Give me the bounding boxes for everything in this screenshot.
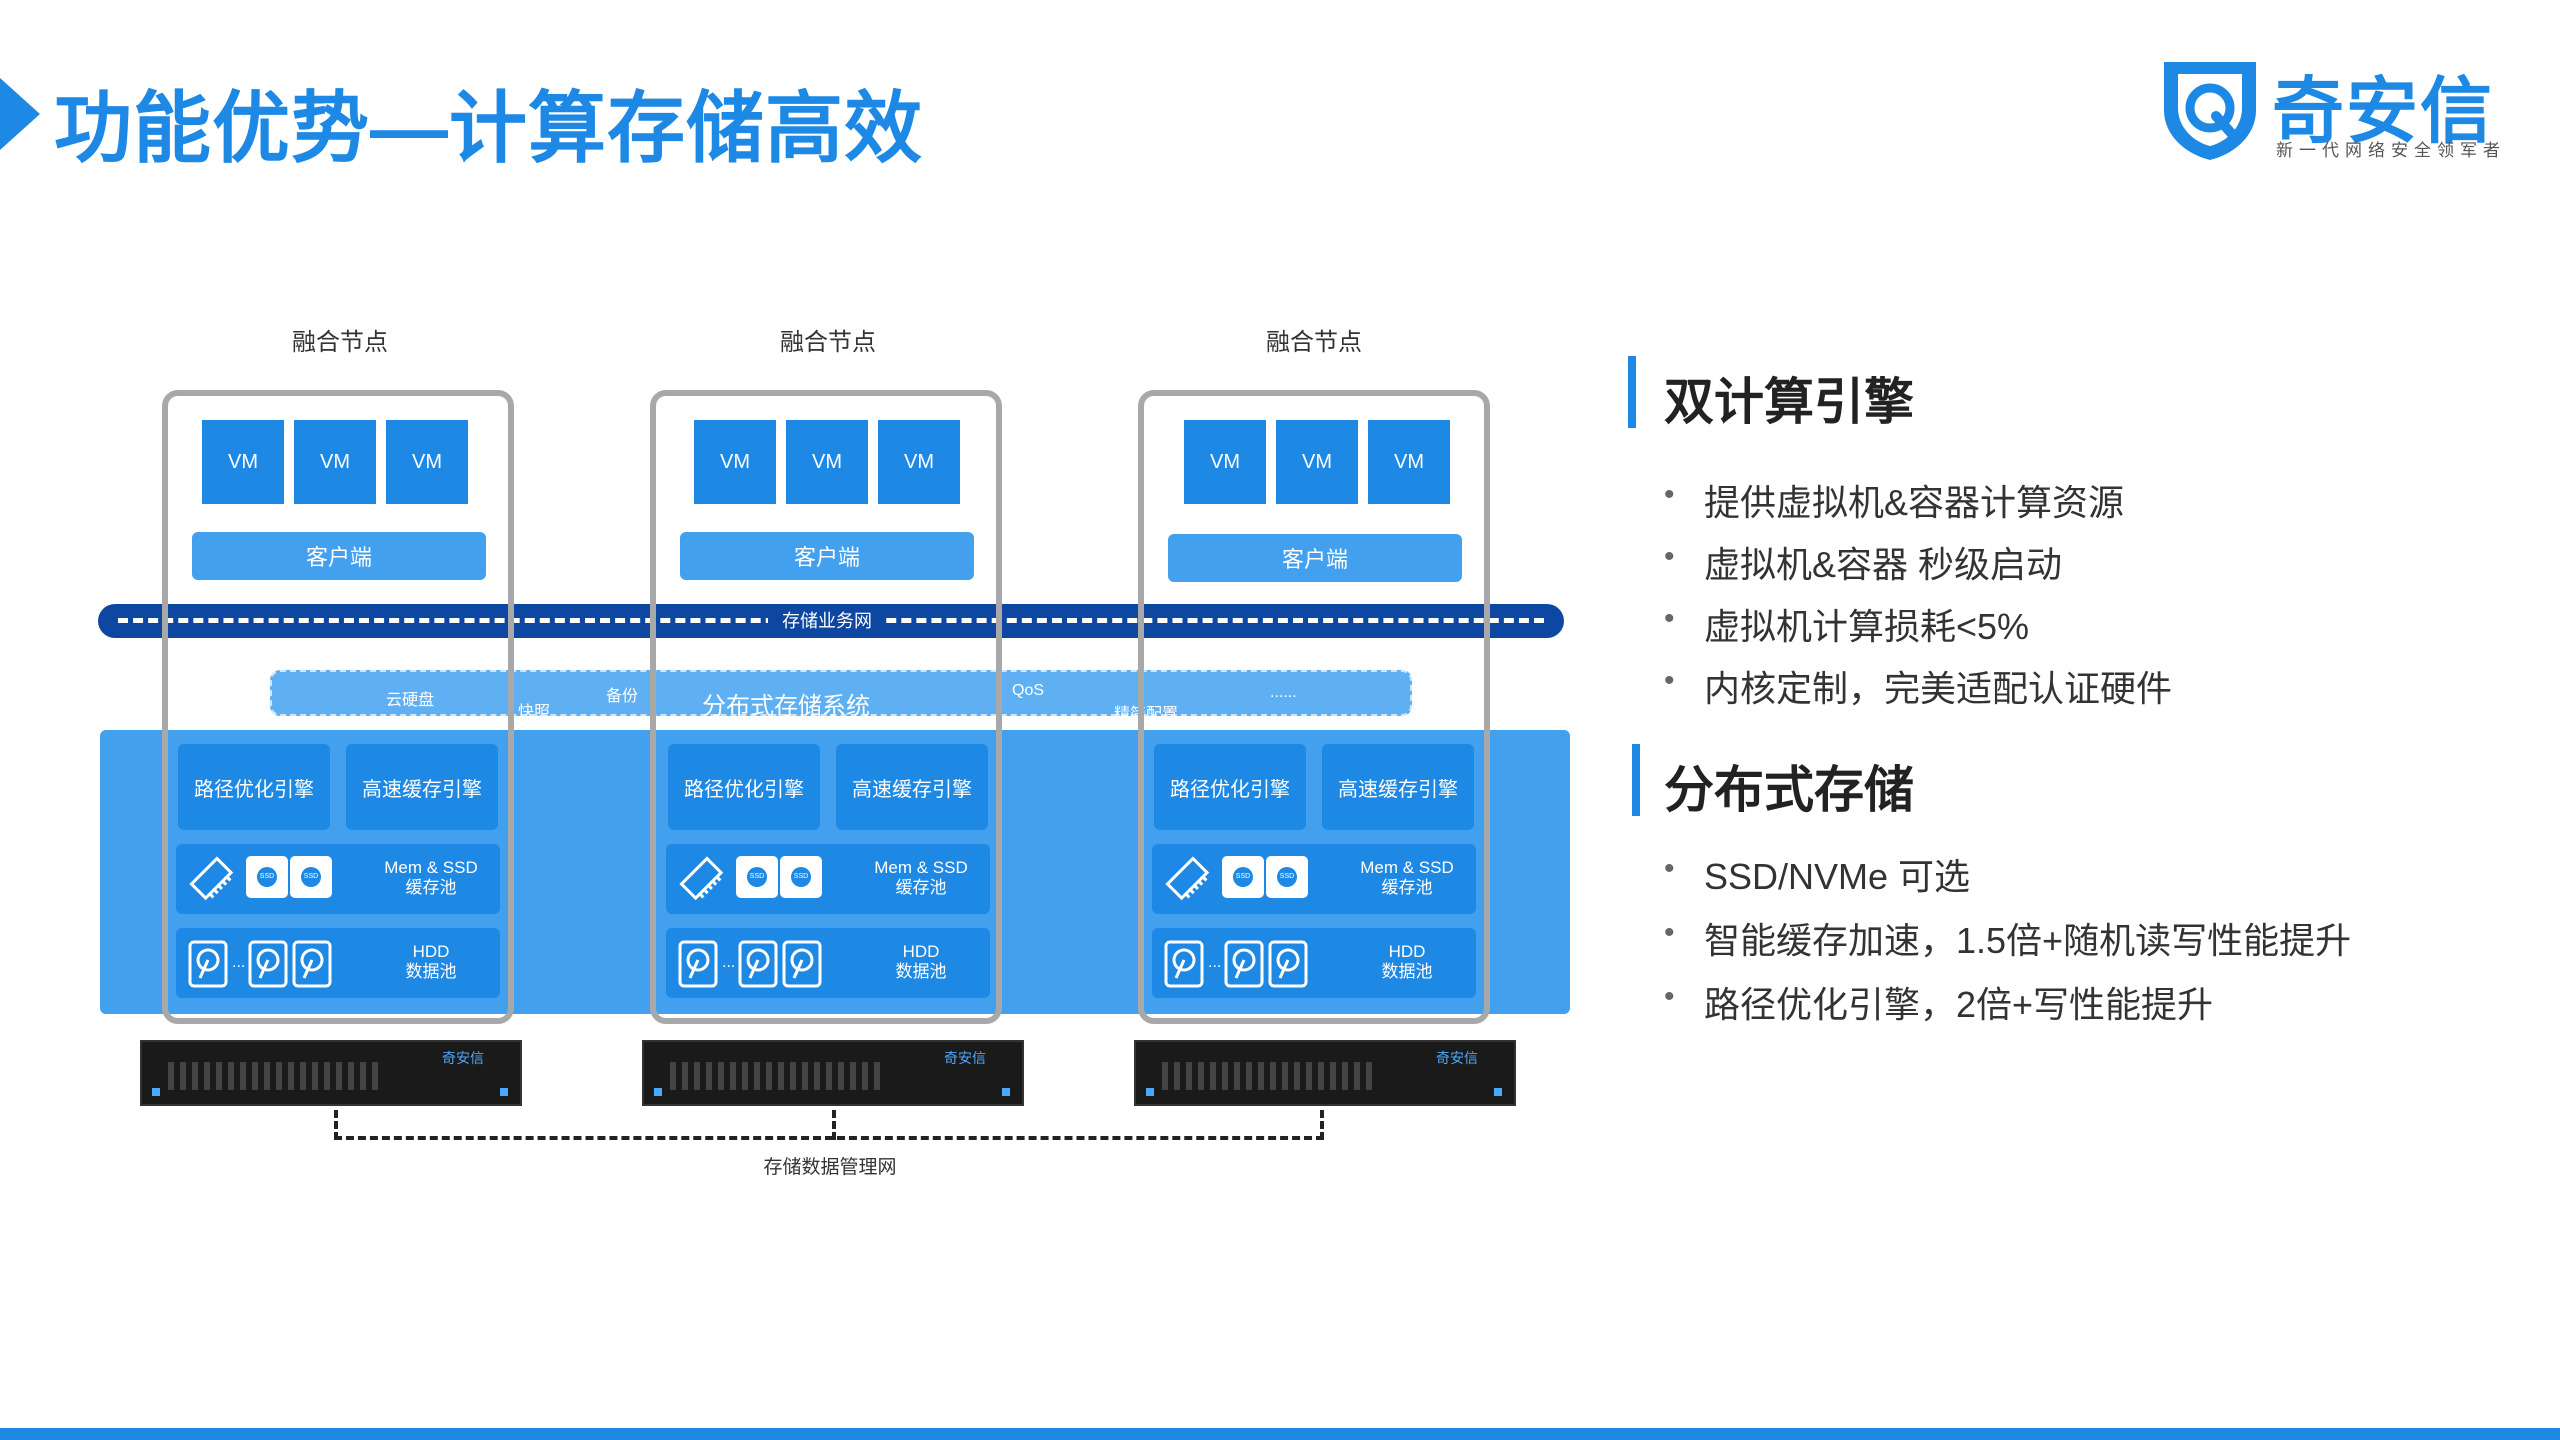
bullet-text: 内核定制，完美适配认证硬件 — [1704, 668, 2173, 709]
bullet-text: 路径优化引擎，2倍+写性能提升 — [1704, 984, 2214, 1025]
bullet-dot: • — [1664, 980, 1675, 1013]
node-label: 融合节点 — [1266, 329, 1362, 356]
vm-box: VM — [786, 420, 868, 504]
bottom-accent-bar — [0, 1428, 2560, 1440]
cache-pool-label: Mem & SSD 缓存池 — [1360, 858, 1454, 897]
vm-box: VM — [1276, 420, 1358, 504]
node-label: 融合节点 — [292, 329, 388, 356]
logo-tagline: 新一代网络安全领军者 — [2276, 141, 2506, 160]
hdd-icon — [738, 940, 778, 988]
hdd-icon — [248, 940, 288, 988]
bullet-dot: • — [1664, 664, 1675, 697]
dfs-item-cloud-disk: 云硬盘 — [386, 692, 435, 709]
hdd-icon — [188, 940, 228, 988]
hdd-ellipsis: ... — [1208, 954, 1222, 971]
cache-pool-label: Mem & SSD 缓存池 — [874, 858, 968, 897]
logo-name: 奇安信 — [2272, 72, 2495, 152]
hdd-icon — [1224, 940, 1264, 988]
hdd-icon — [1268, 940, 1308, 988]
ssd-icon: SSD — [246, 856, 288, 898]
dfs-item-backup: 备份 — [606, 688, 639, 705]
memory-module-icon — [1165, 856, 1210, 901]
memory-module-icon — [189, 856, 234, 901]
management-network-line — [334, 1110, 1324, 1140]
data-pool-label: HDD 数据池 — [405, 942, 457, 981]
cache-engine: 高速缓存引擎 — [1322, 744, 1474, 830]
hdd-ellipsis: ... — [232, 954, 246, 971]
vm-box: VM — [1368, 420, 1450, 504]
distributed-storage-band — [270, 670, 1412, 716]
vm-box: VM — [694, 420, 776, 504]
cache-pool-box: SSD SSD Mem & SSD 缓存池 — [1152, 844, 1476, 914]
node-frame — [1138, 390, 1490, 1024]
bullet-dot: • — [1664, 602, 1675, 635]
data-pool-label: HDD 数据池 — [1381, 942, 1433, 981]
title-arrow-icon — [0, 78, 40, 150]
hdd-icon — [1164, 940, 1204, 988]
node-frame — [650, 390, 1002, 1024]
data-pool-box: ... HDD 数据池 — [666, 928, 990, 998]
bullet-text: 提供虚拟机&容器计算资源 — [1704, 482, 2125, 523]
server-logo: 奇安信 — [1436, 1050, 1478, 1066]
section-accent-bar — [1632, 744, 1640, 816]
data-pool-label: HDD 数据池 — [895, 942, 947, 981]
management-network-branch — [832, 1110, 836, 1140]
path-optimization-engine: 路径优化引擎 — [178, 744, 330, 830]
section-accent-bar — [1628, 356, 1636, 428]
data-pool-box: ... HDD 数据池 — [176, 928, 500, 998]
bullet-dot: • — [1664, 916, 1675, 949]
bullet-dot: • — [1664, 852, 1675, 885]
vm-box: VM — [294, 420, 376, 504]
client-box: 客户端 — [1168, 534, 1462, 582]
ssd-icon: SSD — [780, 856, 822, 898]
management-network-label: 存储数据管理网 — [763, 1157, 897, 1178]
cache-pool-box: SSD SSD Mem & SSD 缓存池 — [176, 844, 500, 914]
bullet-text: 虚拟机&容器 秒级启动 — [1704, 544, 2063, 585]
dfs-item-thin-provisioning: 精简配置 — [1114, 706, 1179, 723]
server-hardware: 奇安信 — [1134, 1040, 1516, 1106]
bullet-text: 虚拟机计算损耗<5% — [1704, 606, 2030, 647]
cache-pool-box: SSD SSD Mem & SSD 缓存池 — [666, 844, 990, 914]
client-box: 客户端 — [192, 532, 486, 580]
hdd-icon — [678, 940, 718, 988]
cache-engine: 高速缓存引擎 — [836, 744, 988, 830]
hdd-ellipsis: ... — [722, 954, 736, 971]
vm-box: VM — [878, 420, 960, 504]
cache-engine: 高速缓存引擎 — [346, 744, 498, 830]
server-logo: 奇安信 — [442, 1050, 484, 1066]
hdd-icon — [292, 940, 332, 988]
bus-label: 存储业务网 — [768, 606, 886, 636]
bullet-text: SSD/NVMe 可选 — [1704, 856, 1971, 897]
node-frame — [162, 390, 514, 1024]
server-hardware: 奇安信 — [140, 1040, 522, 1106]
ssd-icon: SSD — [290, 856, 332, 898]
memory-module-icon — [679, 856, 724, 901]
node-label: 融合节点 — [780, 329, 876, 356]
dfs-item-qos: QoS — [1012, 682, 1045, 699]
bullet-dot: • — [1664, 540, 1675, 573]
dfs-item-more: ...... — [1270, 684, 1297, 701]
bullet-text: 智能缓存加速，1.5倍+随机读写性能提升 — [1704, 920, 2352, 961]
path-optimization-engine: 路径优化引擎 — [1154, 744, 1306, 830]
hdd-icon — [782, 940, 822, 988]
page-title: 功能优势—计算存储高效 — [54, 84, 924, 172]
ssd-icon: SSD — [1266, 856, 1308, 898]
data-pool-box: ... HDD 数据池 — [1152, 928, 1476, 998]
path-optimization-engine: 路径优化引擎 — [668, 744, 820, 830]
ssd-icon: SSD — [736, 856, 778, 898]
cache-pool-label: Mem & SSD 缓存池 — [384, 858, 478, 897]
vm-box: VM — [386, 420, 468, 504]
section-title-storage: 分布式存储 — [1664, 762, 1914, 818]
server-hardware: 奇安信 — [642, 1040, 1024, 1106]
dfs-item-snapshot: 快照 — [518, 704, 551, 721]
ssd-icon: SSD — [1222, 856, 1264, 898]
dfs-title: 分布式存储系统 — [702, 693, 870, 720]
section-title-compute: 双计算引擎 — [1664, 374, 1914, 430]
bullet-dot: • — [1664, 478, 1675, 511]
client-box: 客户端 — [680, 532, 974, 580]
server-logo: 奇安信 — [944, 1050, 986, 1066]
qianxin-shield-logo-icon — [2164, 62, 2256, 160]
vm-box: VM — [1184, 420, 1266, 504]
vm-box: VM — [202, 420, 284, 504]
